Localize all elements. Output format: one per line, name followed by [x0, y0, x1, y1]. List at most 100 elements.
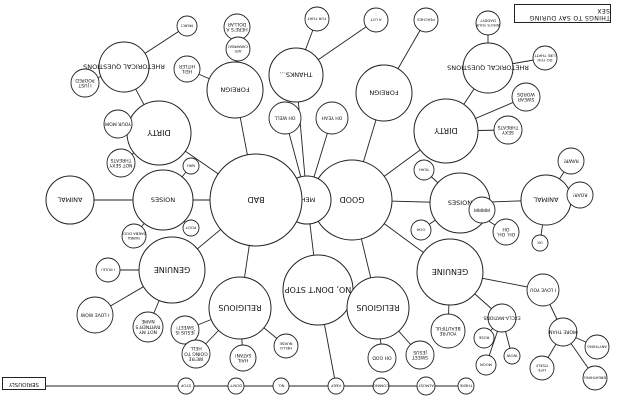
node-label: I JUSTPOOPED: [75, 77, 95, 88]
node-circle: [98, 41, 150, 93]
node-ok: OK: [531, 234, 549, 252]
node-circle: [327, 377, 345, 395]
seriously-label: SERIOUSLY: [2, 377, 46, 390]
node-label: MMMM: [474, 206, 490, 212]
node-label: FOREIGN: [220, 86, 249, 94]
node-label: ANIMAL: [533, 196, 558, 204]
node-breathing: BREATHING: [582, 365, 608, 391]
node-oh-yeah: OH YEAH: [315, 101, 349, 135]
node-circle: [177, 377, 195, 395]
node-yeah: YEAH: [413, 159, 435, 181]
node-label: I LOVE WOW: [80, 311, 109, 317]
diagram-title: THINGS TO SAY DURING SEX: [514, 4, 611, 23]
node-peaches: PEACHES: [413, 7, 439, 33]
node-label: YOUR MOM: [105, 120, 132, 126]
node-not-my-partner: NOT MYPARTNER'SNAME: [132, 311, 164, 343]
node-label: OH GOD: [372, 354, 392, 360]
node-circle: [181, 339, 211, 369]
node-poot: POOT: [182, 219, 200, 237]
node-label: JESUS ISSWEET!: [175, 324, 195, 335]
node-label: DIRTY: [147, 128, 170, 137]
node-label: FOR THAT: [307, 17, 326, 22]
node-no-dont-stop: NO, DON'T STOP: [282, 254, 354, 326]
node-circle: [76, 296, 114, 334]
node-circle: [355, 64, 413, 122]
node-i-love-wow: I LOVE WOW: [76, 296, 114, 334]
node-circle: [121, 223, 147, 249]
node-circle: [95, 257, 121, 283]
node-circle: [106, 148, 136, 178]
node-noises-b: NOISES: [132, 169, 194, 231]
diagram-title-text: THINGS TO SAY DURING SEX: [529, 6, 610, 21]
node-circle: [70, 68, 100, 98]
node-sweet-jesus: SWEETJESUS: [405, 340, 435, 370]
node-circle: [557, 147, 585, 175]
node-hail-satan: HAILSATAN!: [229, 344, 257, 372]
node-circle: [273, 333, 299, 359]
node-wow: WOW: [503, 347, 521, 365]
node-circle: [475, 10, 501, 36]
node-bad: BAD: [209, 153, 303, 247]
node-roar: ROAR!: [566, 181, 594, 209]
node-label: MEH.: [299, 196, 316, 204]
node-circle: [346, 276, 410, 340]
node-circle: [511, 82, 541, 112]
node-circle: [272, 377, 290, 395]
node-label: DO YOULIKE THAT?: [534, 53, 555, 62]
node-label: ANIMAL: [57, 196, 82, 204]
node-label: OK: [537, 241, 543, 246]
node-label: MERCI: [181, 24, 193, 29]
node-i-just-pooped: I JUSTPOOPED: [70, 68, 100, 98]
node-circle: [268, 47, 324, 103]
node-label: BAD: [247, 195, 264, 204]
node-label: WOW: [507, 354, 518, 359]
node-circle: [138, 236, 206, 304]
node-label: DIRTY: [434, 126, 457, 135]
node-who-is-your-daddy: WHO'S YOURDADDY?: [475, 10, 501, 36]
node-circle: [413, 98, 479, 164]
node-circle: [173, 55, 201, 83]
node-your-mom: YOUR MOM: [103, 109, 133, 139]
node-circle: [582, 365, 608, 391]
node-label: THANKS...: [280, 71, 314, 79]
node-circle: [132, 169, 194, 231]
node-rhet-b: RHETORICAL QUESTIONS: [83, 41, 165, 93]
node-label: SWEARWORDS: [517, 91, 535, 102]
node-yabba: YABBADABBA DOO!: [121, 223, 147, 249]
node-circle: [103, 109, 133, 139]
node-circle: [532, 45, 558, 71]
node-do-you-like-that: DO YOULIKE THAT?: [532, 45, 558, 71]
node-label: THERE: [459, 384, 473, 389]
node-label: SWEETJESUS: [412, 349, 428, 360]
node-label: NOISES: [448, 199, 472, 207]
node-label: WE'REGOING TOHELL: [184, 345, 208, 362]
node-label: WHO'S YOURDADDY?: [475, 18, 500, 27]
node-label: I LOVE YOU: [530, 286, 556, 292]
node-circle: [225, 36, 251, 62]
node-circle: [468, 196, 496, 224]
node-label: SEXYTHREATS: [497, 124, 519, 135]
node-not-sexy-threats: NOT SEXYTHREATS: [106, 148, 136, 178]
node-i-rule: I RULE!: [95, 257, 121, 283]
node-circle: [209, 153, 303, 247]
node-circle: [531, 234, 549, 252]
node-label: ANYTHING: [587, 345, 607, 350]
node-label: YOU'REBEAUTIFUL: [435, 325, 461, 336]
node-anything: ANYTHING: [584, 334, 610, 360]
node-circle: [315, 101, 349, 135]
node-circle: [475, 354, 497, 376]
node-label: RHETORICAL QUESTIONS: [83, 63, 165, 71]
node-label: RAWR!: [563, 157, 579, 163]
node-circle: [268, 101, 302, 135]
node-swear-words: SWEARWORDS: [511, 82, 541, 112]
node-label: MORE THAN: [549, 328, 577, 334]
node-oh-god: OH GOD: [367, 343, 397, 373]
node-more-than: MORE THAN: [548, 317, 578, 347]
node-label: OH WELL: [274, 114, 296, 120]
node-circle: [487, 303, 517, 333]
node-label: RELIGIOUS: [218, 303, 261, 312]
node-for-that: FOR THAT: [304, 6, 330, 32]
node-dirty-g: DIRTY: [413, 98, 479, 164]
node-keep: KEEP: [327, 377, 345, 395]
